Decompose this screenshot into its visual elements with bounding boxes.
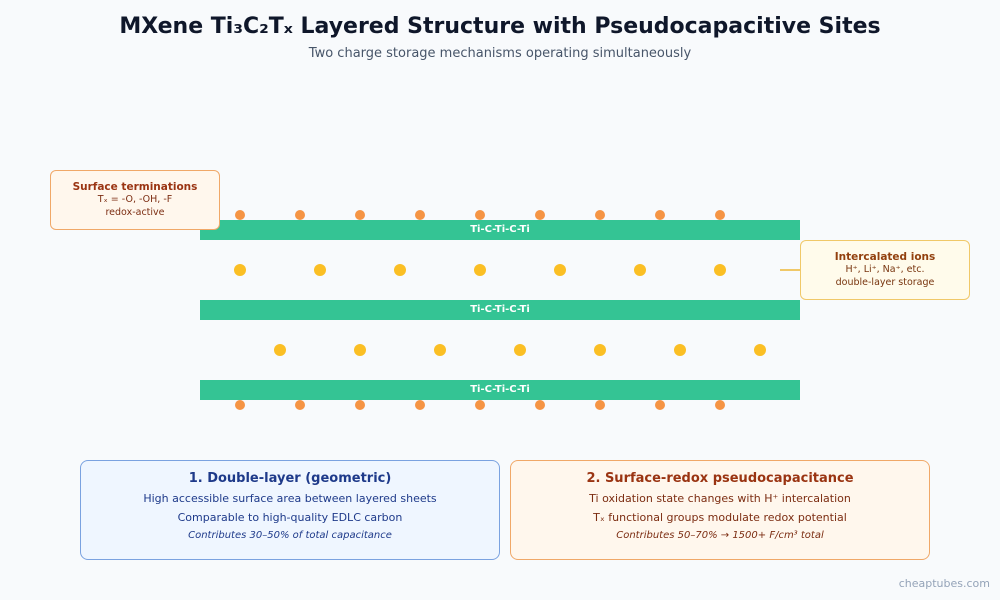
termination-group-dot — [535, 210, 545, 220]
callout-title: Surface terminations — [72, 181, 198, 193]
termination-group-dot — [715, 400, 725, 410]
intercalated-ion-dot — [354, 344, 366, 356]
mechanism-line: Tₓ functional groups modulate redox pote… — [593, 511, 847, 524]
termination-group-dot — [355, 210, 365, 220]
termination-group-dot — [655, 210, 665, 220]
mxene-sheet-top: Ti-C-Ti-C-Ti — [200, 220, 800, 240]
termination-group-dot — [415, 400, 425, 410]
intercalated-ions-callout: Intercalated ions H⁺, Li⁺, Na⁺, etc. dou… — [800, 240, 970, 300]
callout-title: Intercalated ions — [834, 251, 936, 263]
termination-group-dot — [355, 400, 365, 410]
termination-group-dot — [235, 210, 245, 220]
mechanism-note: Contributes 30–50% of total capacitance — [188, 530, 392, 541]
watermark: cheaptubes.com — [898, 577, 990, 590]
termination-group-dot — [715, 210, 725, 220]
termination-group-dot — [235, 400, 245, 410]
mechanism-title: 1. Double-layer (geometric) — [188, 471, 392, 486]
diagram-title: MXene Ti₃C₂Tₓ Layered Structure with Pse… — [119, 14, 881, 39]
mechanism-note: Contributes 50–70% → 1500+ F/cm³ total — [616, 530, 824, 541]
double-layer-mechanism-box: 1. Double-layer (geometric) High accessi… — [80, 460, 500, 560]
intercalated-ion-dot — [674, 344, 686, 356]
intercalated-ion-dot — [474, 264, 486, 276]
diagram-subtitle: Two charge storage mechanisms operating … — [308, 46, 692, 61]
intercalated-ion-dot — [634, 264, 646, 276]
intercalated-ion-dot — [514, 344, 526, 356]
termination-group-dot — [475, 400, 485, 410]
termination-group-dot — [415, 210, 425, 220]
intercalated-ion-dot — [594, 344, 606, 356]
intercalated-ion-dot — [394, 264, 406, 276]
intercalated-ion-dot — [554, 264, 566, 276]
mechanism-title: 2. Surface-redox pseudocapacitance — [586, 471, 854, 486]
intercalated-ion-dot — [754, 344, 766, 356]
mechanism-line: Ti oxidation state changes with H⁺ inter… — [589, 492, 851, 505]
ion-callout-connector — [780, 269, 800, 271]
mxene-sheet-middle: Ti-C-Ti-C-Ti — [200, 300, 800, 320]
mechanism-line: Comparable to high-quality EDLC carbon — [177, 511, 403, 524]
termination-group-dot — [295, 400, 305, 410]
termination-group-dot — [475, 210, 485, 220]
termination-group-dot — [595, 400, 605, 410]
surface-terminations-callout: Surface terminations Tₓ = -O, -OH, -F re… — [50, 170, 220, 230]
intercalated-ion-dot — [314, 264, 326, 276]
callout-line: redox-active — [105, 207, 165, 218]
intercalated-ion-dot — [714, 264, 726, 276]
termination-group-dot — [295, 210, 305, 220]
termination-group-dot — [655, 400, 665, 410]
termination-group-dot — [595, 210, 605, 220]
termination-group-dot — [535, 400, 545, 410]
redox-mechanism-box: 2. Surface-redox pseudocapacitance Ti ox… — [510, 460, 930, 560]
intercalated-ion-dot — [274, 344, 286, 356]
intercalated-ion-dot — [434, 344, 446, 356]
callout-line: Tₓ = -O, -OH, -F — [97, 194, 173, 205]
mechanism-line: High accessible surface area between lay… — [143, 492, 437, 505]
mxene-sheet-bottom: Ti-C-Ti-C-Ti — [200, 380, 800, 400]
intercalated-ion-dot — [234, 264, 246, 276]
callout-line: double-layer storage — [835, 277, 935, 288]
callout-line: H⁺, Li⁺, Na⁺, etc. — [845, 264, 925, 275]
